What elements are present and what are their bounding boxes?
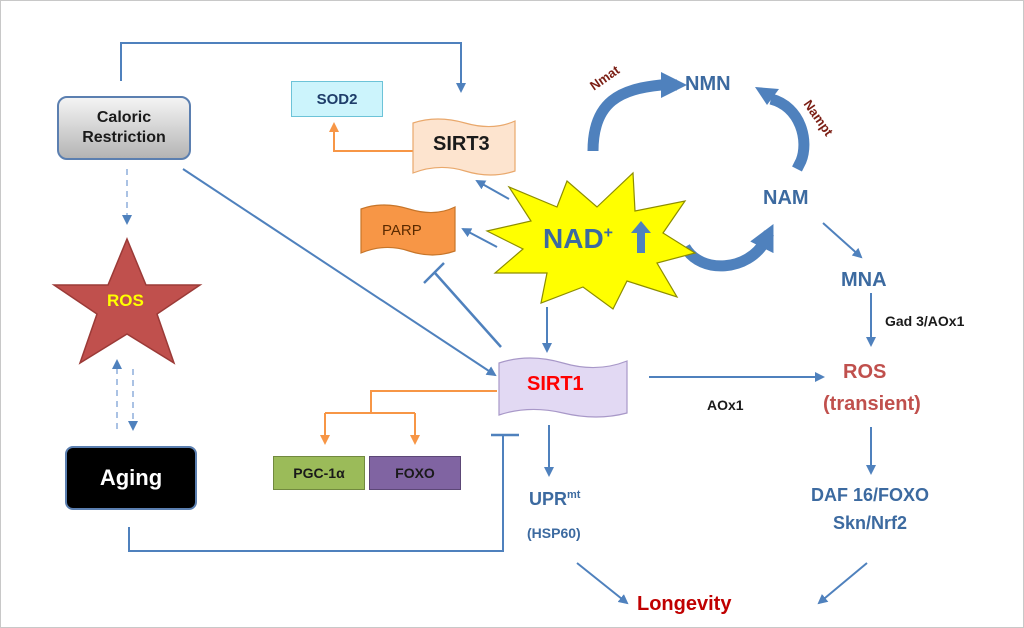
edge-cr-to-sirt1 <box>182 168 497 377</box>
edge-nam-to-mna <box>822 222 863 259</box>
edge-sirt3-to-sod2 <box>329 122 413 152</box>
edge-sirt1-to-pgc-foxo <box>325 390 497 414</box>
ros-star-shape <box>51 237 203 365</box>
aging-node: Aging <box>65 446 197 510</box>
edge-nad-to-nmn-curve <box>587 72 687 152</box>
pgc1a-node: PGC-1α <box>273 456 365 490</box>
sirt3-banner-shape <box>412 118 516 176</box>
nad-burst-shape <box>485 171 697 310</box>
ros-transient-node: ROS <box>843 361 887 383</box>
sirt1-banner-shape <box>498 357 628 418</box>
hsp60-label: (HSP60) <box>527 525 581 541</box>
caloric-restriction-node: Caloric Restriction <box>57 96 191 160</box>
upr-node: UPRmt <box>529 489 580 510</box>
sirt1-label: SIRT1 <box>527 373 584 395</box>
edge-aging-inhibits-sirt1 <box>128 435 504 552</box>
ros-star-label: ROS <box>107 291 144 310</box>
edge-nam-to-nad-curve <box>680 224 774 272</box>
edge-cr-to-sirt3 <box>120 42 466 93</box>
nad-superscript: + <box>603 224 614 242</box>
skn-nrf2-node: Skn/Nrf2 <box>833 513 908 533</box>
sirt3-label: SIRT3 <box>433 133 490 155</box>
mna-node: MNA <box>841 269 887 291</box>
gad3-label: Gad 3/AOx1 <box>885 313 965 329</box>
parp-label: PARP <box>382 222 422 239</box>
ros-transient-label: (transient) <box>823 393 921 415</box>
nam-node: NAM <box>763 187 809 209</box>
edge-sirt1-inhibits-parp <box>434 272 502 348</box>
edge-nad-to-sirt3 <box>475 180 510 200</box>
edge-nmn-nam-curve <box>769 93 810 172</box>
edge-daf-to-longevity <box>817 562 868 605</box>
upr-main: UPR <box>529 489 568 509</box>
foxo-node: FOXO <box>369 456 461 490</box>
daf16-node: DAF 16/FOXO <box>811 485 930 505</box>
longevity-node: Longevity <box>637 593 732 615</box>
nad-label: NAD+ <box>543 223 613 255</box>
parp-banner-shape <box>360 204 456 256</box>
upr-superscript: mt <box>567 489 581 501</box>
aox1-label: AOx1 <box>707 397 744 413</box>
edge-upr-to-longevity <box>576 562 629 605</box>
edge-nad-to-parp <box>461 228 498 248</box>
nad-main: NAD <box>543 223 604 254</box>
sod2-node: SOD2 <box>291 81 383 117</box>
up-arrow-icon <box>631 221 651 253</box>
nmn-node: NMN <box>685 73 731 95</box>
